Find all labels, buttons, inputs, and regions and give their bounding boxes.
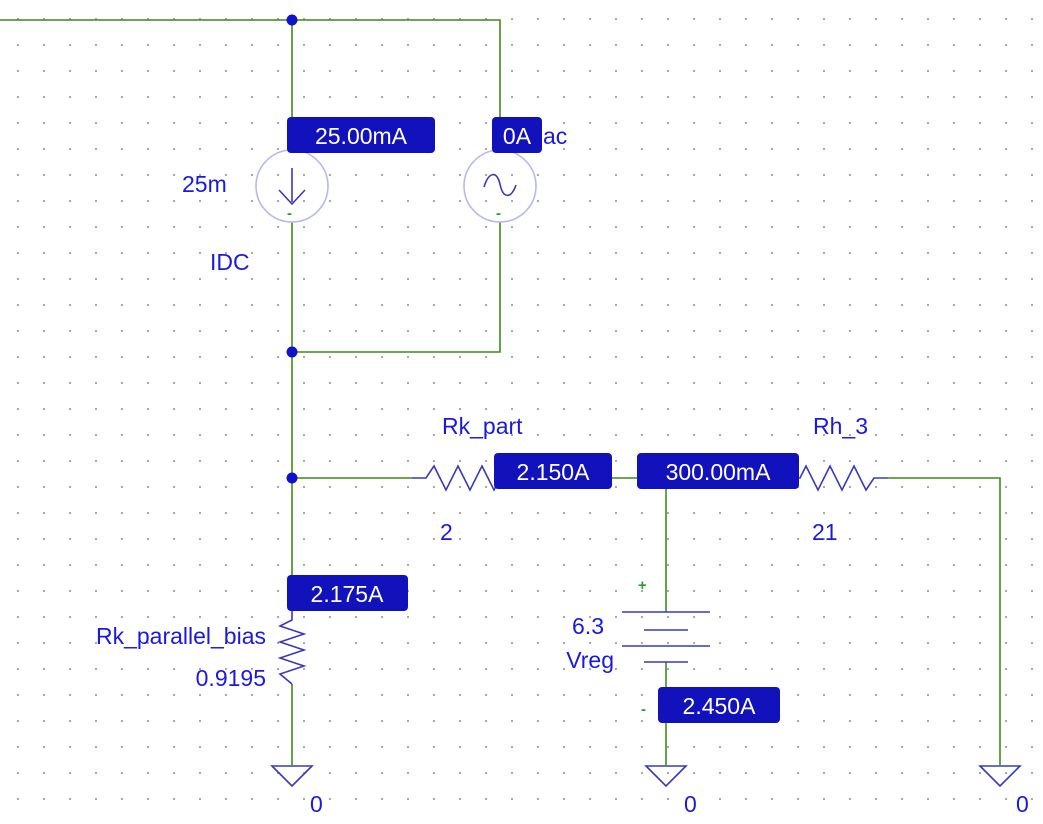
idc-value: 25m (182, 171, 227, 197)
junction-lower (286, 472, 298, 484)
iac-ac-label: ac (543, 123, 567, 149)
arrow-down-icon (278, 168, 306, 206)
probe-iac-current-text: 0A (503, 123, 532, 149)
probe-idc-current-text: 25.00mA (315, 123, 408, 149)
wire-top-rail (0, 19, 501, 150)
rk-part-value: 2 (440, 519, 453, 545)
wire-rh3-to-ground (888, 477, 1001, 748)
probe-iac-current[interactable]: 0A (492, 117, 542, 153)
iac-minus-pin: - (496, 205, 501, 222)
probe-rh3-current[interactable]: 300.00mA (637, 453, 799, 489)
probe-vreg-current[interactable]: 2.450A (658, 687, 780, 723)
iac-source[interactable]: - (463, 149, 537, 223)
vreg-value: 6.3 (572, 613, 604, 639)
idc-name: IDC (210, 249, 250, 275)
probe-vreg-current-text: 2.450A (683, 693, 757, 719)
sine-wave-icon (483, 173, 517, 197)
vreg-name: Vreg (566, 647, 614, 673)
rh3-name: Rh_3 (813, 413, 868, 439)
junction-top (286, 14, 298, 26)
probe-rk-part-current-text: 2.150A (517, 459, 591, 485)
idc-source[interactable]: - (255, 149, 329, 223)
ground-label-3: 0 (1016, 791, 1029, 817)
rk-parallel-bias-value: 0.9195 (196, 665, 266, 691)
wire-iac-return (292, 222, 501, 353)
vreg-battery-icon[interactable] (622, 611, 710, 663)
ground-icon (978, 765, 1022, 788)
ground-icon (644, 765, 688, 788)
wire-ground-stubs (291, 748, 1001, 766)
rk-parallel-bias-resistor-icon[interactable] (277, 610, 307, 685)
probe-rk-part-current[interactable]: 2.150A (494, 453, 612, 489)
probe-rk-parallel-bias-current-text: 2.175A (311, 581, 385, 607)
ground-label-2: 0 (684, 791, 697, 817)
vreg-minus-pin: - (641, 701, 646, 718)
rh3-value: 21 (812, 519, 838, 545)
rk-part-name: Rk_part (442, 413, 523, 439)
probe-rk-parallel-bias-current[interactable]: 2.175A (287, 575, 408, 611)
junction-mid (286, 346, 298, 358)
idc-minus-pin: - (287, 205, 292, 222)
rh3-resistor-icon[interactable] (668, 464, 888, 492)
ground-icon (270, 765, 314, 788)
vreg-plus-pin: + (638, 577, 647, 594)
probe-rh3-current-text: 300.00mA (666, 459, 772, 485)
ground-label-1: 0 (310, 791, 323, 817)
rk-parallel-bias-name: Rk_parallel_bias (96, 623, 266, 649)
wires (0, 19, 1001, 748)
probe-idc-current[interactable]: 25.00mA (287, 117, 435, 153)
